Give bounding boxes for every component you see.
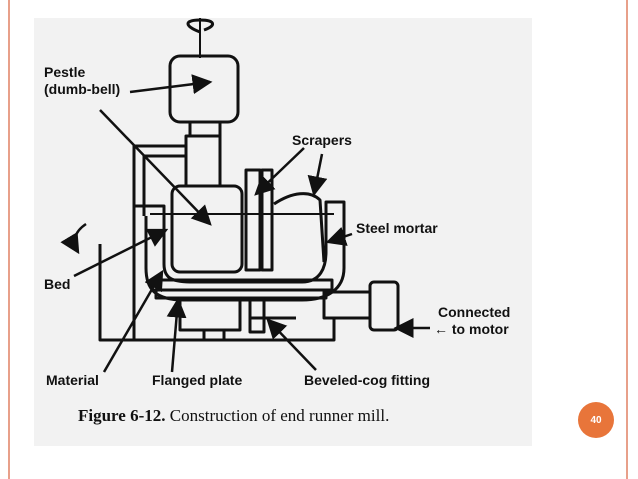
slide-border-right bbox=[626, 0, 628, 479]
label-connected-line2: to motor bbox=[451, 321, 509, 337]
label-pestle: Pestle (dumb-bell) bbox=[44, 64, 120, 98]
motor-connector bbox=[368, 280, 400, 332]
swing-arrow-icon bbox=[60, 222, 87, 255]
label-connected-to-motor: Connected ← to motor bbox=[434, 304, 510, 338]
label-flanged-plate: Flanged plate bbox=[152, 372, 243, 388]
caption-text: Construction of end runner mill. bbox=[169, 406, 390, 425]
slide-number-badge: 40 bbox=[578, 402, 614, 438]
pestle-dumb-bell bbox=[170, 184, 244, 274]
figure-scan: Pestle (dumb-bell) Scrapers Steel mortar… bbox=[34, 18, 532, 446]
caption-figure-ref: Figure 6-12. bbox=[78, 406, 166, 425]
label-pestle-line1: Pestle bbox=[44, 64, 86, 80]
slide-border-left bbox=[8, 0, 10, 479]
label-material: Material bbox=[46, 372, 99, 388]
steel-mortar bbox=[134, 200, 346, 302]
label-steel-mortar: Steel mortar bbox=[356, 220, 438, 236]
label-connected-line2-row: ← to motor bbox=[434, 321, 510, 338]
label-scrapers: Scrapers bbox=[292, 132, 352, 148]
figure-caption: Figure 6-12. Construction of end runner … bbox=[78, 406, 389, 426]
label-pestle-line2: (dumb-bell) bbox=[44, 81, 121, 97]
label-bed: Bed bbox=[44, 276, 71, 292]
arrow-glyph: ← bbox=[434, 321, 452, 337]
end-runner-mill-diagram bbox=[60, 18, 430, 373]
pestle-motor-box bbox=[168, 54, 240, 124]
label-connected-line1: Connected bbox=[438, 304, 511, 320]
label-beveled-cog: Beveled-cog fitting bbox=[304, 372, 431, 388]
